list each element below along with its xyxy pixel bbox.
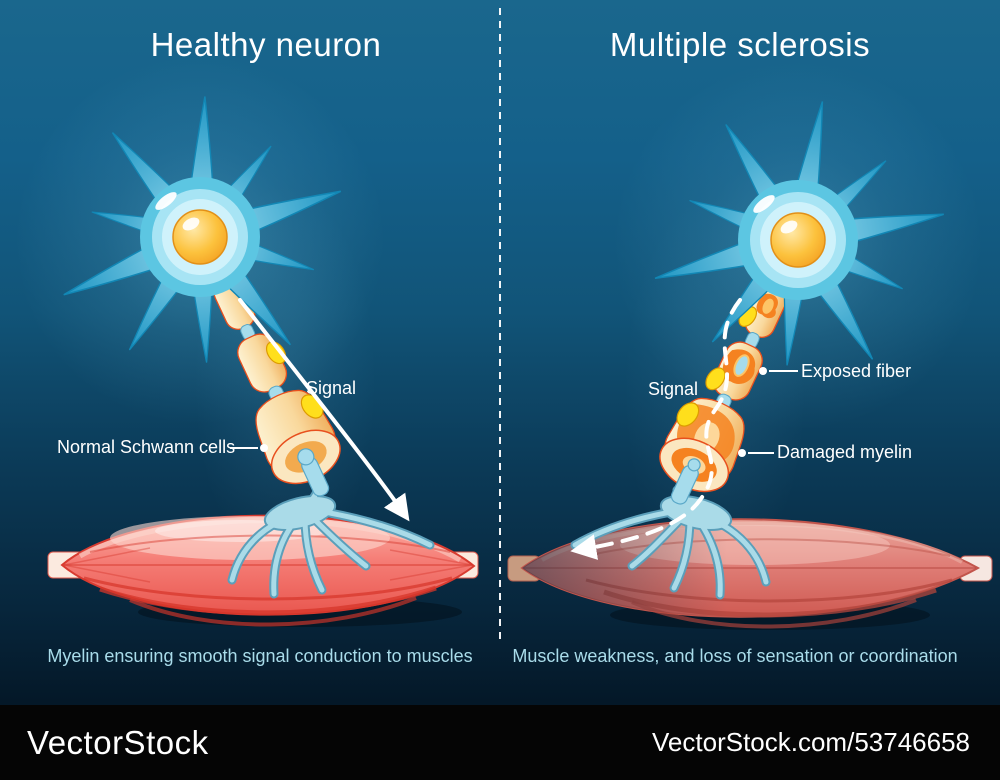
- signal-label-left: Signal: [306, 378, 357, 398]
- exposed-pointer-dot: [759, 367, 767, 375]
- signal-label-right: Signal: [648, 379, 699, 399]
- nucleus: [770, 212, 826, 268]
- vectorstock-logo: VectorStock: [27, 723, 209, 761]
- neuron-soma: [649, 98, 948, 369]
- left-caption: Myelin ensuring smooth signal conduction…: [47, 646, 473, 666]
- right-panel-title: Multiple sclerosis: [609, 26, 871, 63]
- signal-arrow: [238, 298, 410, 522]
- vectorstock-credit-url: VectorStock.com/53746658: [652, 727, 970, 757]
- watermark-bar: VectorStock VectorStock.com/53746658: [0, 705, 1000, 780]
- damaged-pointer-line: [748, 452, 774, 454]
- exposed-pointer-line: [769, 370, 798, 372]
- disrupted-signal-arrow: [570, 298, 742, 560]
- panel-divider: [499, 8, 501, 644]
- nucleus: [172, 209, 228, 265]
- damaged-pointer-dot: [738, 449, 746, 457]
- healthy-neuron-illustration: [47, 95, 479, 627]
- right-caption: Muscle weakness, and loss of sensation o…: [512, 646, 958, 666]
- neuron-soma: [56, 95, 347, 365]
- left-panel-title: Healthy neuron: [150, 26, 382, 63]
- exposed-fiber-spot: [733, 354, 750, 377]
- damaged-myelin-label: Damaged myelin: [777, 442, 913, 462]
- schwann-cells-label: Normal Schwann cells: [57, 437, 236, 457]
- ms-neuron-illustration: [507, 98, 993, 630]
- schwann-nuclei: [676, 306, 758, 427]
- schwann-pointer-dot: [260, 444, 268, 452]
- exposed-fiber-label: Exposed fiber: [801, 361, 912, 381]
- schwann-pointer-line: [230, 447, 258, 449]
- axon-terminal-branches: [227, 481, 435, 599]
